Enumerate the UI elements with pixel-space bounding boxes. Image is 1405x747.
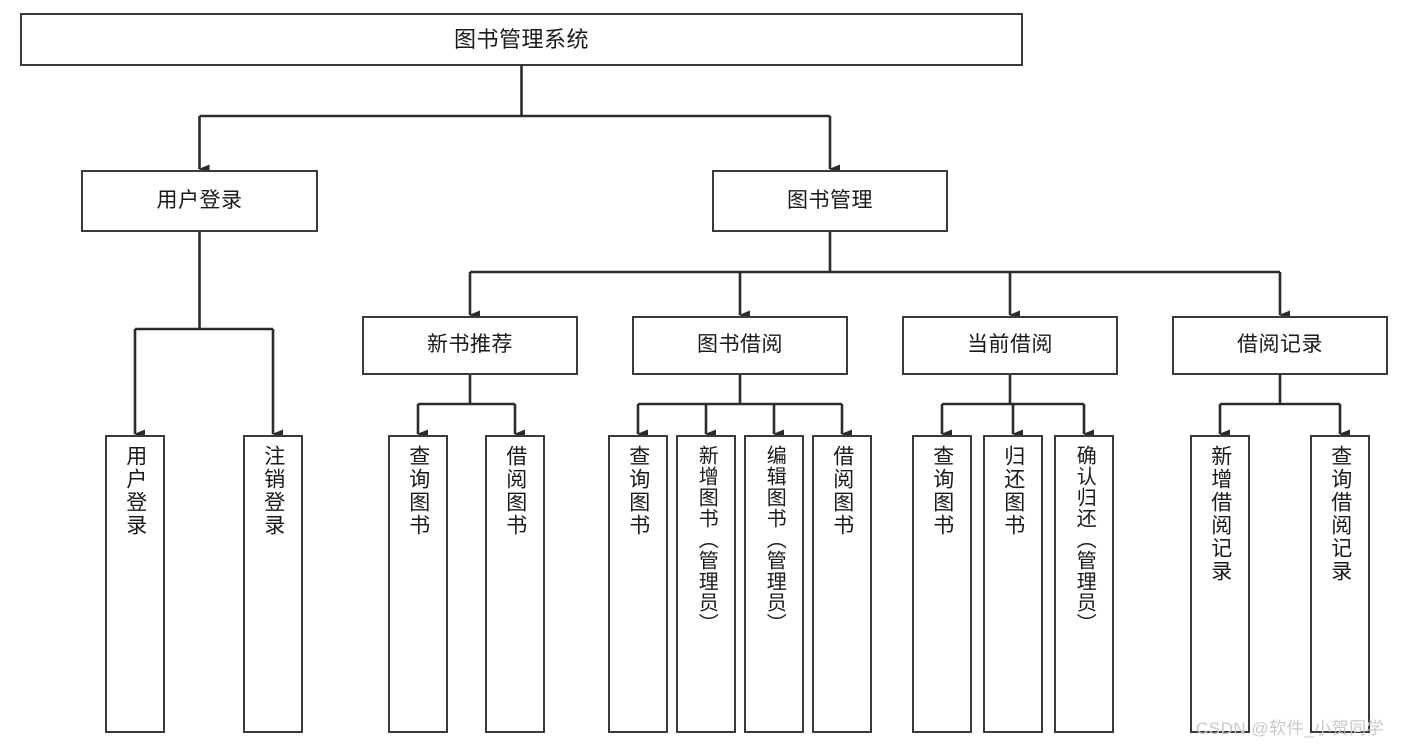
node-newbooks[interactable]: 新书推荐 <box>362 316 578 375</box>
node-leaf-login-1[interactable]: 用户登录 <box>105 435 165 733</box>
node-label: 查询图书 <box>626 445 650 537</box>
node-label: 图书借阅 <box>697 333 783 357</box>
node-label: 借阅记录 <box>1237 333 1323 357</box>
node-leaf-new-1[interactable]: 查询图书 <box>388 435 448 733</box>
node-label: 图书管理系统 <box>453 26 589 52</box>
node-leaf-cur-1[interactable]: 查询图书 <box>912 435 972 733</box>
node-bookmgmt[interactable]: 图书管理 <box>712 170 948 232</box>
node-leaf-borrow-4[interactable]: 借阅图书 <box>812 435 872 733</box>
node-leaf-rec-1[interactable]: 新增借阅记录 <box>1190 435 1250 733</box>
csdn-watermark: CSDN @软件_小贺同学 <box>1196 719 1385 738</box>
node-label: 用户登录 <box>156 188 243 212</box>
node-label: 新增借阅记录 <box>1208 445 1232 583</box>
node-records[interactable]: 借阅记录 <box>1172 316 1388 375</box>
node-label: 新增图书（管理员） <box>695 445 718 634</box>
node-label: 查询图书 <box>406 445 430 537</box>
node-label: 确认归还（管理员） <box>1073 445 1096 634</box>
node-borrow[interactable]: 图书借阅 <box>632 316 848 375</box>
node-leaf-rec-2[interactable]: 查询借阅记录 <box>1310 435 1370 733</box>
node-label: 用户登录 <box>123 445 147 537</box>
node-leaf-login-2[interactable]: 注销登录 <box>243 435 303 733</box>
node-root[interactable]: 图书管理系统 <box>20 13 1023 66</box>
node-leaf-cur-3[interactable]: 确认归还（管理员） <box>1054 435 1114 733</box>
node-label: 归还图书 <box>1001 445 1025 537</box>
node-label: 借阅图书 <box>503 445 527 537</box>
node-label: 借阅图书 <box>830 445 854 537</box>
node-label: 当前借阅 <box>967 333 1053 357</box>
node-label: 编辑图书（管理员） <box>763 445 786 634</box>
node-label: 查询图书 <box>930 445 954 537</box>
node-label: 图书管理 <box>787 188 873 212</box>
node-leaf-borrow-2[interactable]: 新增图书（管理员） <box>676 435 736 733</box>
edge-paths <box>133 66 1350 439</box>
node-label: 查询借阅记录 <box>1328 445 1352 583</box>
node-leaf-borrow-1[interactable]: 查询图书 <box>608 435 668 733</box>
node-label: 注销登录 <box>261 445 285 537</box>
node-label: 新书推荐 <box>427 333 513 357</box>
node-current[interactable]: 当前借阅 <box>902 316 1118 375</box>
node-leaf-cur-2[interactable]: 归还图书 <box>983 435 1043 733</box>
node-leaf-new-2[interactable]: 借阅图书 <box>485 435 545 733</box>
node-login[interactable]: 用户登录 <box>81 170 318 232</box>
node-leaf-borrow-3[interactable]: 编辑图书（管理员） <box>744 435 804 733</box>
